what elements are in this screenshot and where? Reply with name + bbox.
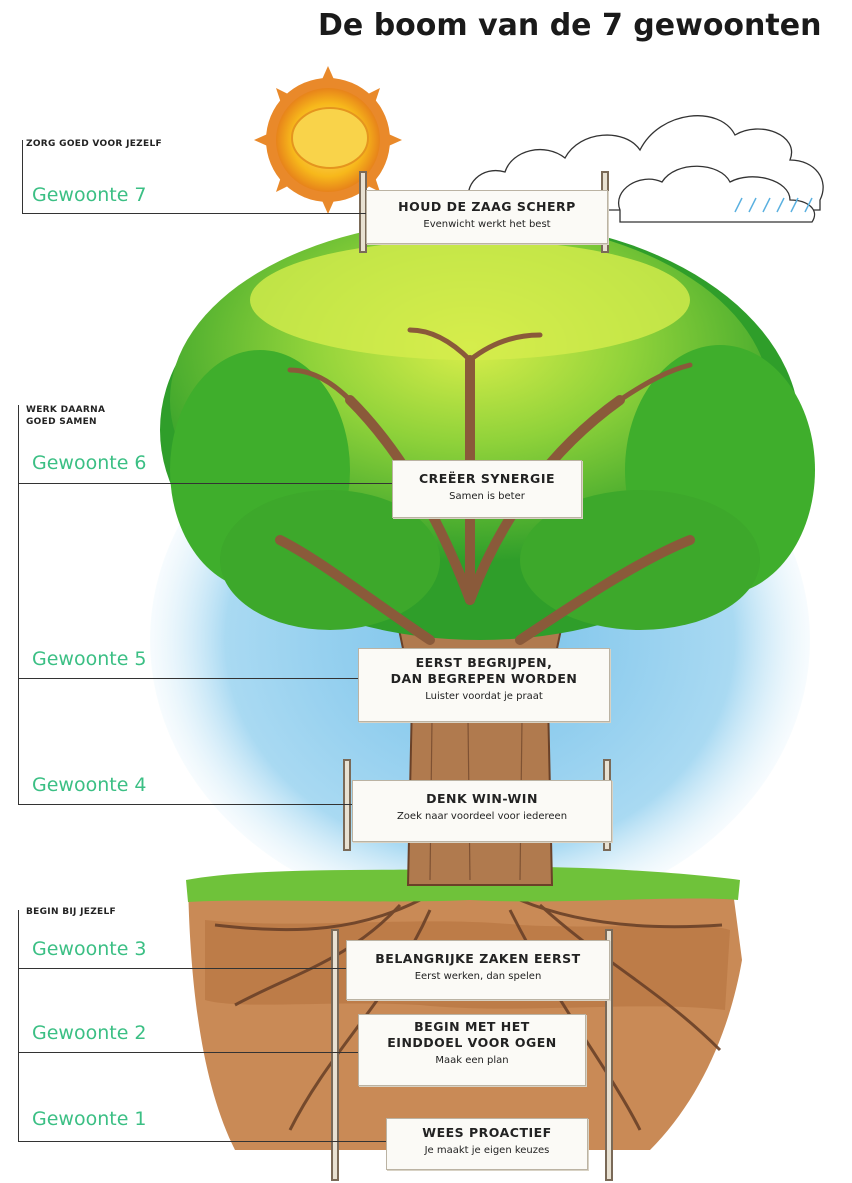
habit-sign-6: CREËER SYNERGIE Samen is beter bbox=[392, 460, 582, 518]
sign-title: CREËER SYNERGIE bbox=[418, 471, 556, 486]
habit-sign-2: BEGIN MET HET EINDDOEL VOOR OGEN Maak ee… bbox=[358, 1014, 586, 1086]
sign-subtitle: Samen is beter bbox=[449, 491, 525, 502]
sign-title-2: EINDDOEL VOOR OGEN bbox=[387, 1035, 557, 1050]
section-label-middle-2: GOED SAMEN bbox=[26, 417, 97, 427]
habit-line-5 bbox=[18, 678, 360, 679]
section-bracket-top bbox=[22, 140, 23, 214]
section-bracket-middle bbox=[18, 405, 19, 805]
sign-title: BELANGRIJKE ZAKEN EERST bbox=[375, 951, 581, 966]
habit-label-5: Gewoonte 5 bbox=[32, 648, 147, 670]
habit-line-1 bbox=[18, 1141, 388, 1142]
sign-subtitle: Zoek naar voordeel voor iedereen bbox=[396, 811, 568, 822]
habit-label-7: Gewoonte 7 bbox=[32, 184, 147, 206]
habit-label-2: Gewoonte 2 bbox=[32, 1022, 147, 1044]
sign-title-2: DAN BEGREPEN WORDEN bbox=[390, 671, 578, 686]
sign-subtitle: Maak een plan bbox=[435, 1055, 509, 1066]
sign-title: HOUD DE ZAAG SCHERP bbox=[398, 199, 576, 214]
habit-sign-7: HOUD DE ZAAG SCHERP Evenwicht werkt het … bbox=[366, 190, 608, 244]
sign-title: DENK WIN-WIN bbox=[426, 791, 538, 806]
habit-line-3 bbox=[18, 968, 348, 969]
sign-subtitle: Eerst werken, dan spelen bbox=[414, 971, 542, 982]
habit-line-6 bbox=[18, 483, 393, 484]
habit-sign-5: EERST BEGRIJPEN, DAN BEGREPEN WORDEN Lui… bbox=[358, 648, 610, 722]
sign-title: WEES PROACTIEF bbox=[422, 1125, 552, 1140]
habit-sign-1: WEES PROACTIEF Je maakt je eigen keuzes bbox=[386, 1118, 588, 1170]
sign-subtitle: Evenwicht werkt het best bbox=[423, 219, 551, 230]
section-label-middle-1: WERK DAARNA bbox=[26, 405, 106, 415]
habit-sign-3: BELANGRIJKE ZAKEN EERST Eerst werken, da… bbox=[346, 940, 610, 1000]
habit-label-4: Gewoonte 4 bbox=[32, 774, 147, 796]
habit-label-3: Gewoonte 3 bbox=[32, 938, 147, 960]
sign-title: EERST BEGRIJPEN, bbox=[415, 655, 553, 670]
sign-title: BEGIN MET HET bbox=[414, 1019, 530, 1034]
habit-label-1: Gewoonte 1 bbox=[32, 1108, 147, 1130]
habit-line-2 bbox=[18, 1052, 362, 1053]
habit-label-6: Gewoonte 6 bbox=[32, 452, 147, 474]
sign-subtitle: Luister voordat je praat bbox=[425, 691, 543, 702]
section-label-bottom: BEGIN BIJ JEZELF bbox=[26, 907, 116, 917]
habit-line-7 bbox=[22, 213, 368, 214]
habit-line-4 bbox=[18, 804, 354, 805]
section-bracket-bottom bbox=[18, 910, 19, 1142]
section-label-top: ZORG GOED VOOR JEZELF bbox=[26, 139, 162, 149]
habit-sign-4: DENK WIN-WIN Zoek naar voordeel voor ied… bbox=[352, 780, 612, 842]
foliage bbox=[160, 220, 815, 640]
page-title: De boom van de 7 gewoonten bbox=[318, 8, 822, 43]
sign-subtitle: Je maakt je eigen keuzes bbox=[424, 1145, 550, 1156]
